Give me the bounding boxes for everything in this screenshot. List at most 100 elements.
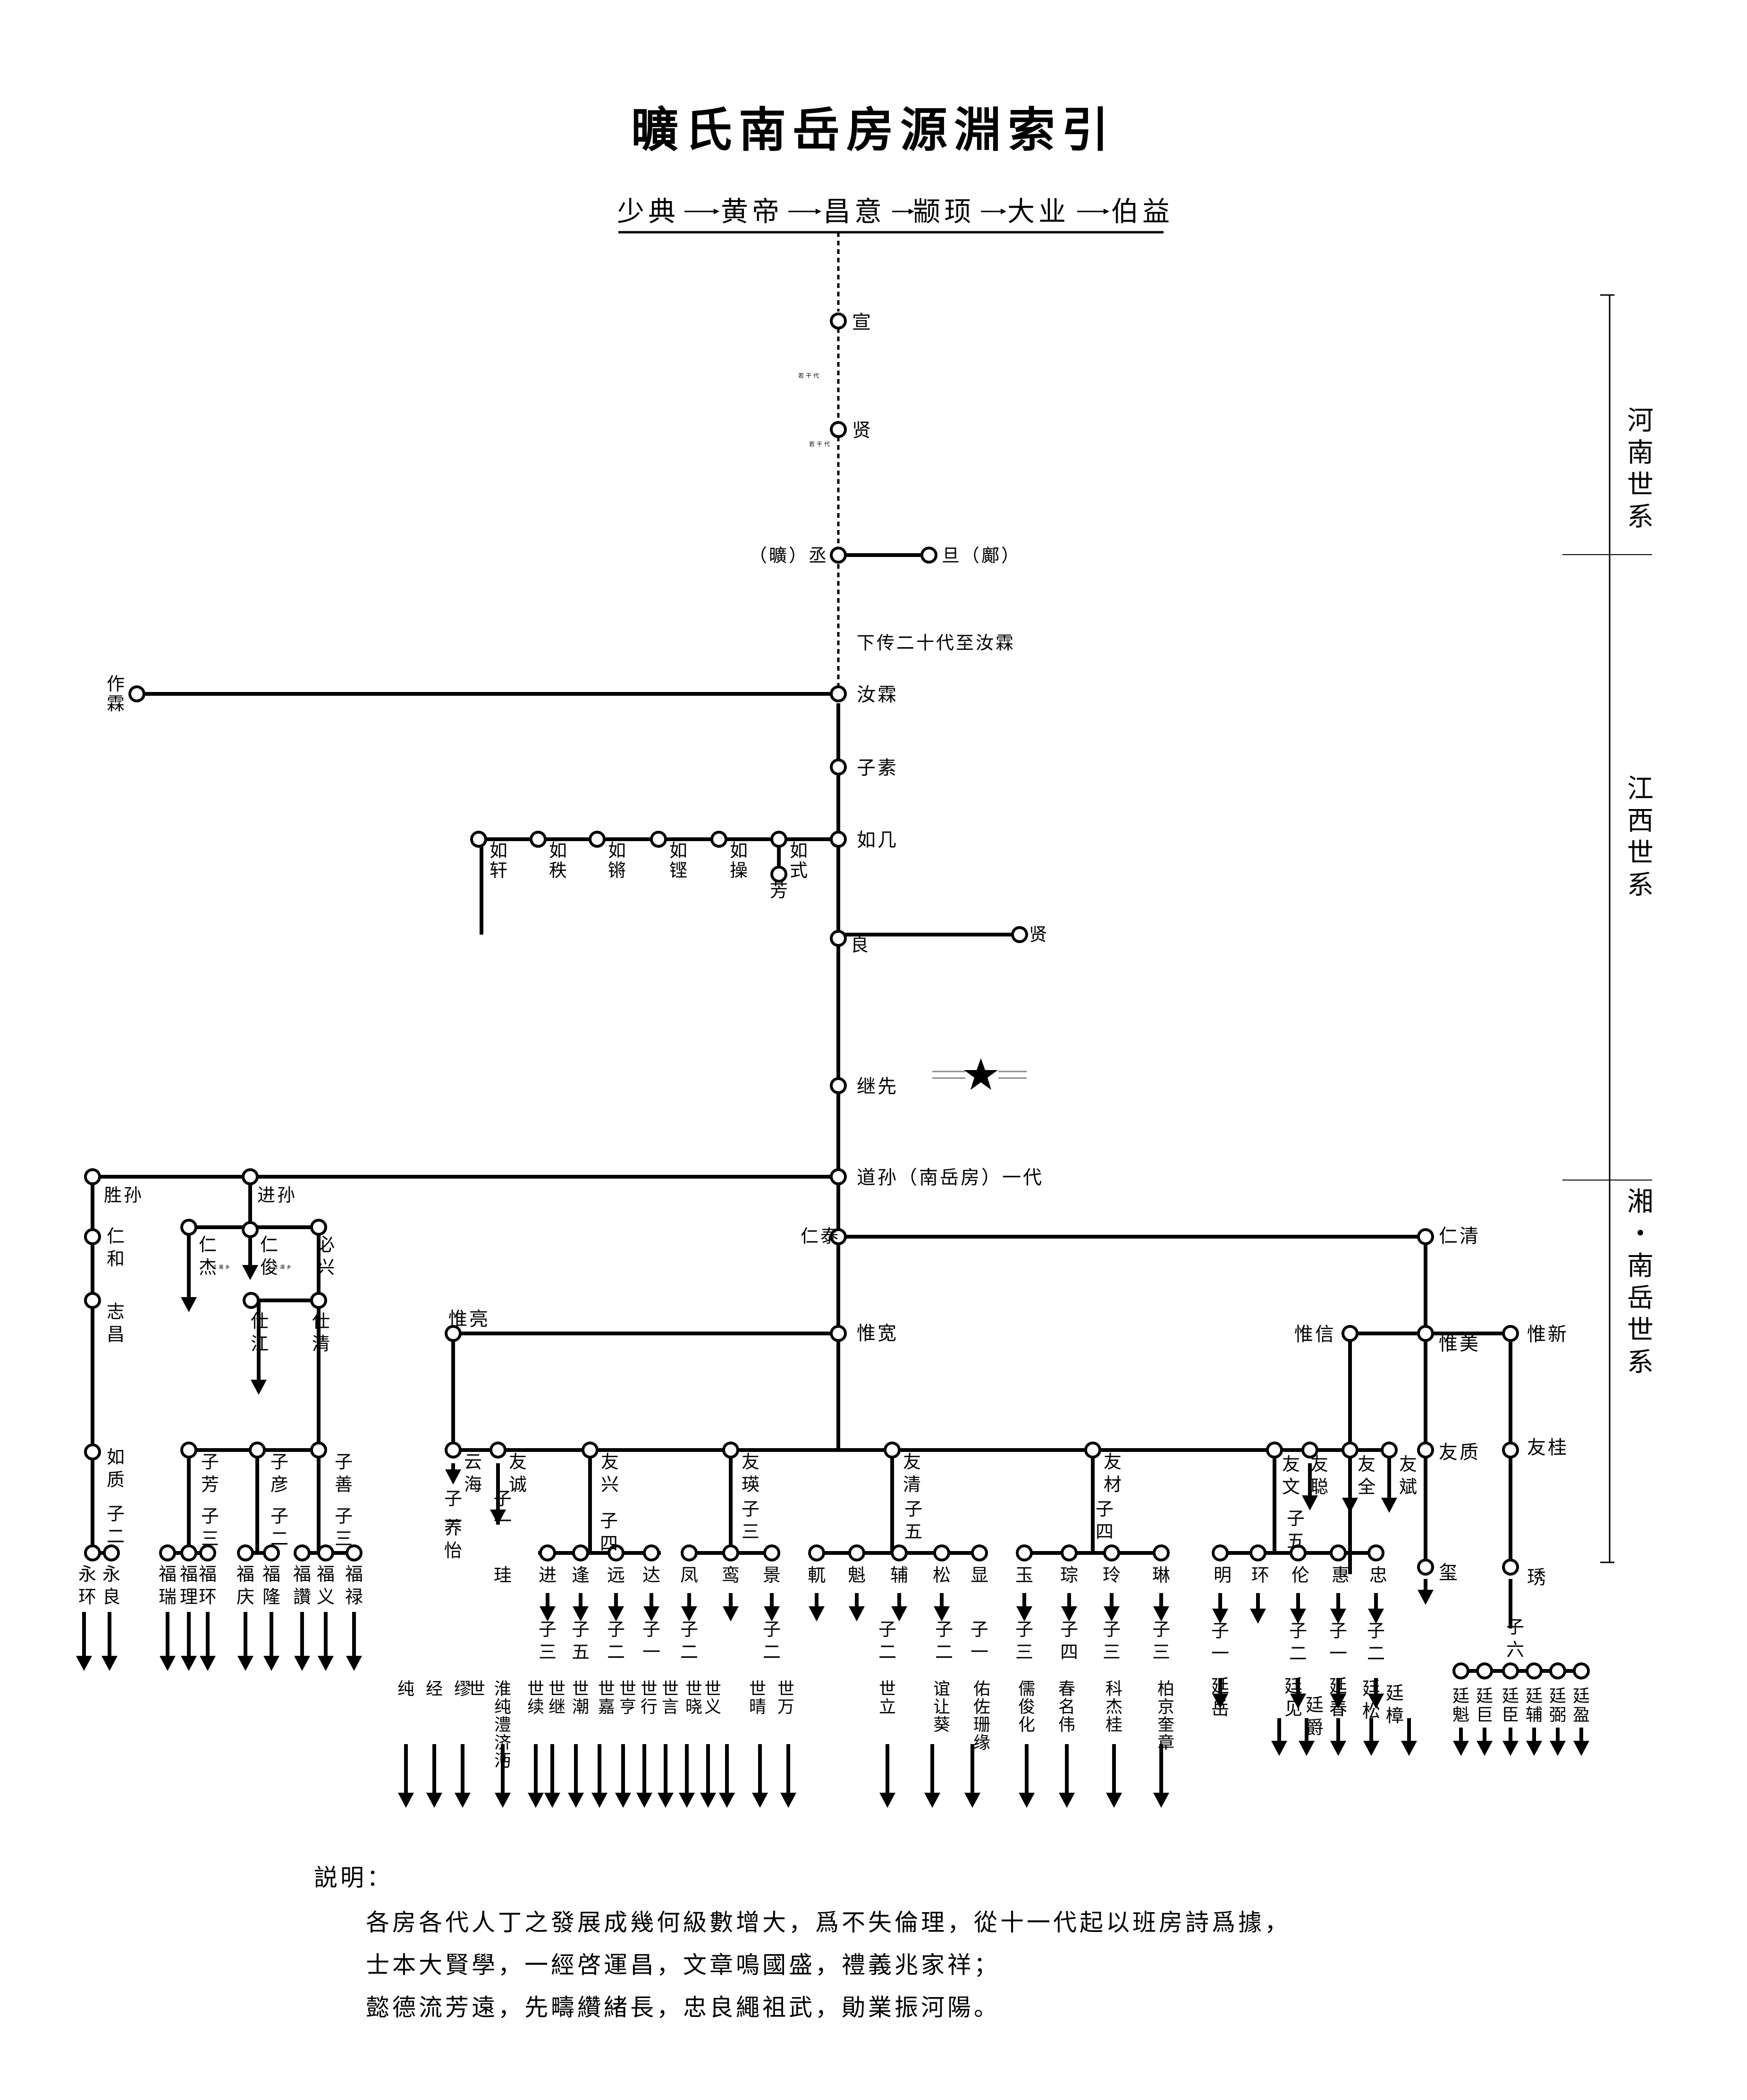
- arrow-down-icon: [1212, 1609, 1228, 1624]
- node-name-4: [681, 1544, 698, 1561]
- arrow-down-icon: [764, 1606, 780, 1621]
- person-label: 子二: [680, 1619, 698, 1662]
- arrow-down-icon: [318, 1656, 334, 1671]
- node-renjun: [242, 1221, 259, 1238]
- node-you-1: [489, 1442, 506, 1459]
- arrow-down-icon: [891, 1606, 907, 1621]
- generation-note: 若干代: [798, 372, 821, 379]
- person-label: 子二: [763, 1619, 781, 1662]
- person-label: 軏: [808, 1565, 826, 1586]
- arrow-down-icon: [181, 1656, 197, 1671]
- person-label: 逢: [572, 1565, 590, 1586]
- node-ziyan: [249, 1442, 266, 1459]
- arrow-down-icon: [398, 1793, 414, 1808]
- person-label: 友瑛: [742, 1451, 760, 1495]
- person-label: 远: [607, 1565, 625, 1586]
- node-ting-4: [1549, 1662, 1566, 1679]
- person-label: 友文: [1282, 1454, 1300, 1497]
- node-right-name-1: [1249, 1544, 1266, 1561]
- person-label: 子四: [600, 1510, 618, 1554]
- migration-note: 迁湘乡: [273, 1264, 293, 1270]
- person-label: 世继: [549, 1679, 565, 1717]
- person-label: 子三: [335, 1506, 353, 1549]
- person-label: 宣: [852, 312, 873, 333]
- node-shiqing: [310, 1292, 327, 1309]
- person-label: 友聪: [1310, 1454, 1328, 1497]
- node-zhichang: [84, 1292, 101, 1309]
- node-liang: [830, 930, 847, 947]
- person-label: 仁和: [107, 1226, 125, 1269]
- person-label: 如铿: [669, 840, 687, 881]
- arrow-down-icon: [1016, 1606, 1032, 1621]
- arrow-down-icon: [1418, 1590, 1434, 1605]
- arrow-down-icon: [1330, 1741, 1346, 1756]
- arrow-down-icon: [1477, 1741, 1493, 1756]
- node-jixian: [830, 1077, 847, 1094]
- person-label: 魁: [848, 1565, 866, 1586]
- node-you-2: [582, 1442, 599, 1459]
- ancestor-1: 黄帝: [721, 195, 783, 228]
- person-label: 子三: [539, 1619, 557, 1662]
- node-you-3: [722, 1442, 739, 1459]
- arrow-down-icon: [1363, 1741, 1379, 1756]
- person-label: 凤: [680, 1565, 698, 1586]
- node-right-name-2: [1290, 1544, 1307, 1561]
- node-name-0: [539, 1544, 556, 1561]
- node-right-you-0: [1266, 1442, 1283, 1459]
- person-label: 廷樟: [1386, 1683, 1404, 1726]
- person-label: 佑佐珊缘: [973, 1679, 990, 1753]
- person-label: 友兴: [601, 1451, 619, 1495]
- person-label: 惟亮: [448, 1308, 490, 1330]
- arrow-down-icon: [1502, 1741, 1519, 1756]
- person-label: 良: [851, 935, 870, 955]
- person-label: 琇: [1527, 1567, 1548, 1588]
- person-label: 淮纯澧济沔: [494, 1679, 511, 1771]
- node-renjie: [180, 1219, 197, 1236]
- person-label: 惟美: [1439, 1333, 1480, 1355]
- node-yong-0: [84, 1544, 101, 1561]
- person-label: 廷弼: [1549, 1687, 1566, 1725]
- person-label: 廷盈: [1573, 1687, 1590, 1725]
- person-label: 环: [1251, 1565, 1269, 1586]
- person-label: 子一: [971, 1619, 988, 1662]
- node-name-15: [1153, 1544, 1170, 1561]
- node-right-you-4: [1417, 1442, 1434, 1459]
- person-label: 显: [971, 1565, 988, 1586]
- person-label: 继先: [857, 1076, 898, 1097]
- node-ru-fang: [770, 866, 787, 883]
- person-label: 云海: [464, 1451, 482, 1495]
- node-name-13: [1061, 1544, 1078, 1561]
- person-label: 福隆: [262, 1564, 280, 1607]
- arrow-down-icon: [1330, 1609, 1346, 1624]
- person-label: 友材: [1104, 1451, 1122, 1495]
- arrow-down-icon: [1368, 1609, 1384, 1624]
- person-label: 廷松: [1362, 1678, 1380, 1721]
- person-label: 子四: [1060, 1619, 1078, 1662]
- arrow-down-icon: [544, 1793, 560, 1808]
- person-label: 福庆: [236, 1564, 254, 1607]
- person-label: 缪: [454, 1679, 471, 1699]
- node-name-12: [1016, 1544, 1033, 1561]
- person-label: 如锵: [608, 840, 626, 881]
- arrow-down-icon: [455, 1793, 471, 1808]
- person-label: 子二: [935, 1619, 953, 1662]
- arrow-down-icon: [200, 1656, 216, 1671]
- node-name-14: [1103, 1544, 1120, 1561]
- node-right-name-0: [1212, 1544, 1229, 1561]
- arrow-down-icon: [658, 1793, 674, 1808]
- person-label: 友桂: [1527, 1437, 1569, 1459]
- person-label: 永良: [102, 1564, 120, 1607]
- person-label: 廷爵: [1306, 1695, 1324, 1738]
- node-ru-1: [530, 831, 547, 848]
- arrow-down-icon: [1330, 1694, 1346, 1709]
- generation-note: 若干代: [809, 441, 832, 447]
- arrow-down-icon: [1302, 1495, 1318, 1510]
- arrow-down-icon: [809, 1606, 825, 1621]
- node-xiu: [1502, 1559, 1519, 1576]
- person-label: 子五: [904, 1499, 922, 1542]
- arrow-down-icon: [242, 1265, 258, 1280]
- arrow-down-icon: [1153, 1793, 1169, 1808]
- arrow-down-icon: [643, 1606, 659, 1621]
- arrow-down-icon: [1550, 1741, 1566, 1756]
- notes-line-3: 懿德流芳遠，先疇纘緒長，忠良繩祖武，勛業振河陽。: [366, 1994, 1000, 2021]
